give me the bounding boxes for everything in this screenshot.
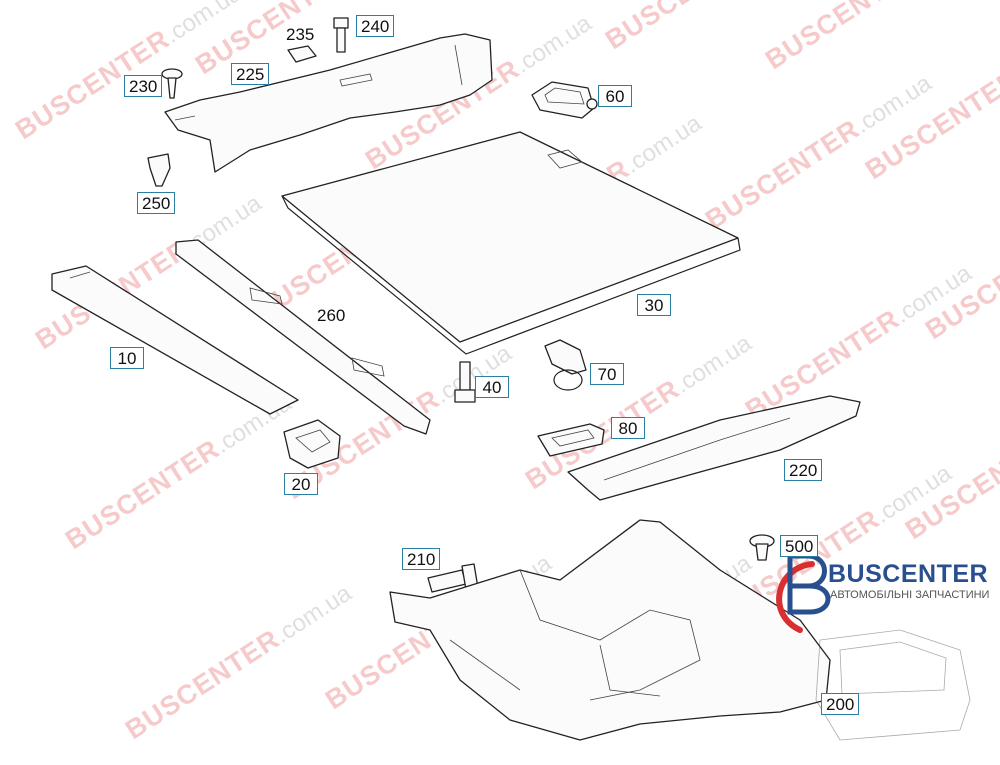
callout-30: 30 (637, 294, 671, 316)
callout-220: 220 (784, 459, 823, 481)
part-40-bolt (454, 361, 476, 403)
part-220-cross-member (567, 395, 861, 501)
callout-250: 250 (137, 192, 176, 214)
part-30-load-floor (281, 131, 741, 355)
callout-10: 10 (110, 347, 144, 369)
callout-60: 60 (598, 85, 632, 107)
part-260-rail (175, 239, 431, 435)
callout-70: 70 (590, 363, 624, 385)
callout-225: 225 (231, 63, 270, 85)
callout-80: 80 (611, 417, 645, 439)
callout-20: 20 (284, 473, 318, 495)
callout-210: 210 (402, 548, 441, 570)
callout-230: 230 (124, 75, 163, 97)
part-500-clip (749, 534, 775, 561)
part-230-screw (161, 68, 183, 99)
part-60-handle (531, 81, 598, 119)
callout-240: 240 (356, 15, 395, 37)
callout-500: 500 (780, 535, 819, 557)
brand-name: BUSCENTER (828, 560, 989, 588)
part-225-upper-trim-panel (164, 33, 493, 173)
part-10-side-trim (51, 265, 299, 415)
part-80-handle (537, 423, 605, 457)
bus-silhouette-icon (815, 629, 971, 741)
part-235-clip-nut (287, 45, 317, 63)
callout-200: 200 (821, 693, 860, 715)
part-20-latch (283, 419, 341, 469)
callout-260: 260 (317, 306, 346, 325)
brand-subtitle: АВТОМОБІЛЬНІ ЗАПЧАСТИНИ (830, 589, 990, 601)
brand-logo-icon (776, 553, 831, 633)
callout-235: 235 (286, 25, 315, 44)
callout-40: 40 (475, 376, 509, 398)
part-210-bolt (427, 563, 479, 593)
part-250-plug (147, 153, 171, 187)
part-70-strap (544, 339, 587, 391)
part-240-bolt (333, 17, 349, 53)
